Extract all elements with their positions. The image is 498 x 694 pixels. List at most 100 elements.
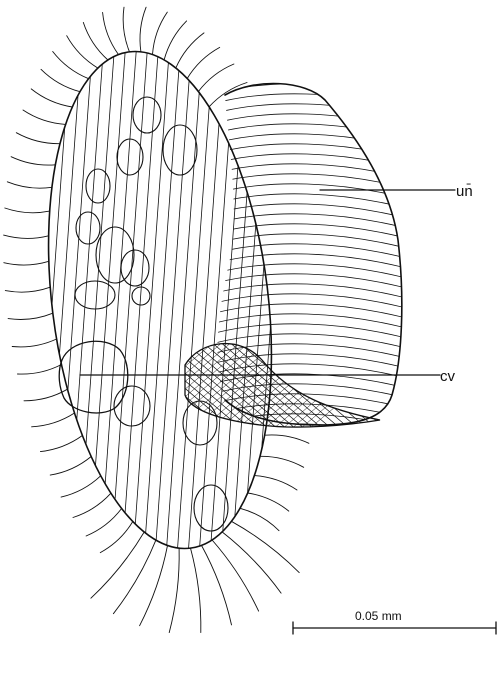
food-vacuole xyxy=(121,250,149,286)
cilium xyxy=(212,540,259,611)
food-vacuole xyxy=(133,97,161,133)
membrane-line xyxy=(215,304,410,319)
vacuole xyxy=(59,341,128,413)
membrane-line xyxy=(215,354,410,369)
food-vacuole xyxy=(117,139,143,175)
cilium xyxy=(7,182,52,188)
membrane-line xyxy=(215,94,410,109)
food-vacuole xyxy=(96,227,134,283)
cilium xyxy=(248,493,289,511)
cilium xyxy=(240,508,279,530)
cilium xyxy=(11,157,55,165)
membrane-line xyxy=(215,154,410,169)
cilium xyxy=(5,208,50,213)
striation-line xyxy=(154,40,192,570)
membrane-line xyxy=(215,144,410,159)
striation-line xyxy=(176,40,214,570)
membrane-line xyxy=(215,284,410,299)
cilium xyxy=(16,133,60,144)
striation-line xyxy=(99,40,137,570)
membrane-line xyxy=(215,204,410,219)
cilium xyxy=(231,521,299,572)
food-vacuole xyxy=(163,125,197,175)
cilium xyxy=(12,339,56,347)
label-cv: cv xyxy=(440,368,456,385)
membrane-line xyxy=(215,344,410,359)
membrane-line xyxy=(215,114,410,129)
membrane-line xyxy=(215,364,410,379)
cilium xyxy=(260,456,304,467)
cilium xyxy=(265,435,309,443)
membrane-line xyxy=(215,324,410,339)
membrane-line xyxy=(215,264,410,279)
cilium xyxy=(18,365,62,375)
cilium xyxy=(50,457,91,476)
striation-line xyxy=(44,40,82,570)
striation-line xyxy=(242,40,280,570)
cilium xyxy=(91,532,144,598)
cilium xyxy=(5,287,50,292)
cilium xyxy=(153,12,168,54)
striation-line xyxy=(209,40,247,570)
cilium xyxy=(123,7,129,52)
cilium xyxy=(32,413,75,427)
striation-line xyxy=(143,40,181,570)
cilium xyxy=(198,64,234,92)
cell-body xyxy=(22,39,302,570)
membrane-line xyxy=(215,184,410,199)
food-vacuole xyxy=(194,485,228,531)
cilium xyxy=(254,476,297,490)
striation-line xyxy=(66,40,104,570)
food-vacuole xyxy=(183,401,217,445)
cilium xyxy=(209,83,247,107)
cv-hatch-line xyxy=(296,330,426,440)
membrane-line xyxy=(215,104,410,119)
cilium xyxy=(4,261,49,265)
striation-line xyxy=(253,40,291,570)
cilium xyxy=(4,235,49,238)
membrane-line xyxy=(215,134,410,149)
striation-line xyxy=(220,40,258,570)
food-vacuole xyxy=(86,169,110,203)
food-vacuole xyxy=(75,281,115,309)
membrane-line xyxy=(215,194,410,209)
striation-line xyxy=(187,40,225,570)
cilium xyxy=(169,548,179,632)
scale-bar: 0.05 mm xyxy=(293,609,496,634)
cilium xyxy=(8,313,53,319)
cilium xyxy=(202,545,232,625)
cilium xyxy=(187,47,220,78)
striation-line xyxy=(165,40,203,570)
cilium xyxy=(140,7,146,52)
cilium xyxy=(113,540,155,614)
cilium xyxy=(23,110,66,124)
cilium xyxy=(100,522,133,553)
cilium xyxy=(40,436,82,452)
scale-bar-label: 0.05 mm xyxy=(355,609,402,623)
membrane-line xyxy=(215,274,410,289)
membrane-line xyxy=(215,394,410,409)
membrane-line xyxy=(215,164,410,179)
cilium xyxy=(41,69,80,91)
cilium xyxy=(191,548,201,632)
striation-line xyxy=(55,40,93,570)
membrane-line xyxy=(215,314,410,329)
striation-line xyxy=(132,40,170,570)
striation-line xyxy=(33,40,71,570)
cilium xyxy=(86,509,122,537)
cilium xyxy=(83,22,108,60)
striation-line xyxy=(88,40,126,570)
cilium xyxy=(103,13,119,55)
membrane-line xyxy=(215,294,410,309)
membrane-line xyxy=(215,244,410,259)
label-un: un̄ xyxy=(456,183,473,200)
membrane-line xyxy=(215,124,410,139)
cilium xyxy=(61,476,101,497)
cilium xyxy=(53,52,89,79)
cilium xyxy=(140,546,168,626)
cilium xyxy=(222,532,281,593)
membrane-line xyxy=(215,254,410,269)
cilium xyxy=(73,493,111,517)
